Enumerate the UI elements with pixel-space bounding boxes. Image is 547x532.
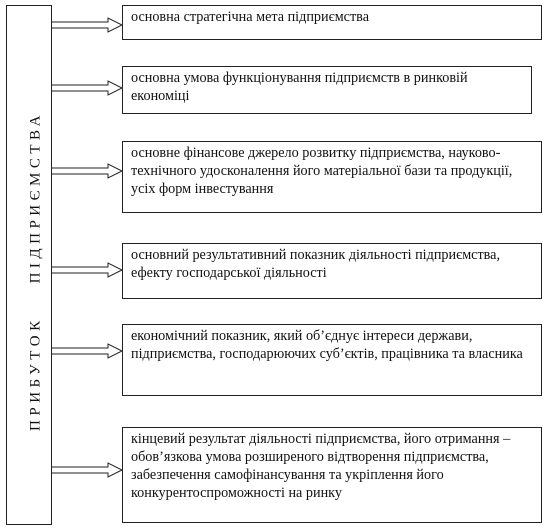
- definition-box-1: основна стратегічна мета підприємства: [122, 5, 542, 40]
- definition-box-3: основне фінансове джерело розвитку підпр…: [122, 141, 542, 213]
- definition-box-5: економічний показник, який об’єднує інте…: [122, 324, 542, 396]
- definition-box-2: основна умова функціонування підприємств…: [122, 66, 532, 114]
- arrow-1: [52, 17, 124, 33]
- arrow-3: [52, 163, 124, 179]
- profit-label-box: ПРИБУТОК ПІДПРИЄМСТВА: [6, 5, 52, 525]
- definition-text-3: основне фінансове джерело розвитку підпр…: [131, 145, 513, 197]
- arrow-4: [52, 262, 124, 278]
- definition-text-5: економічний показник, який об’єднує інте…: [131, 328, 523, 362]
- arrow-6: [52, 462, 124, 478]
- definition-text-6: кінцевий результат діяльності підприємст…: [131, 431, 511, 501]
- definition-text-1: основна стратегічна мета підприємства: [131, 9, 369, 25]
- arrow-5: [52, 343, 124, 359]
- definition-text-4: основний результативний показник діяльно…: [131, 247, 501, 281]
- definition-box-6: кінцевий результат діяльності підприємст…: [122, 427, 542, 523]
- arrow-2: [52, 80, 124, 96]
- definition-text-2: основна умова функціонування підприємств…: [131, 70, 468, 104]
- definition-box-4: основний результативний показник діяльно…: [122, 243, 542, 299]
